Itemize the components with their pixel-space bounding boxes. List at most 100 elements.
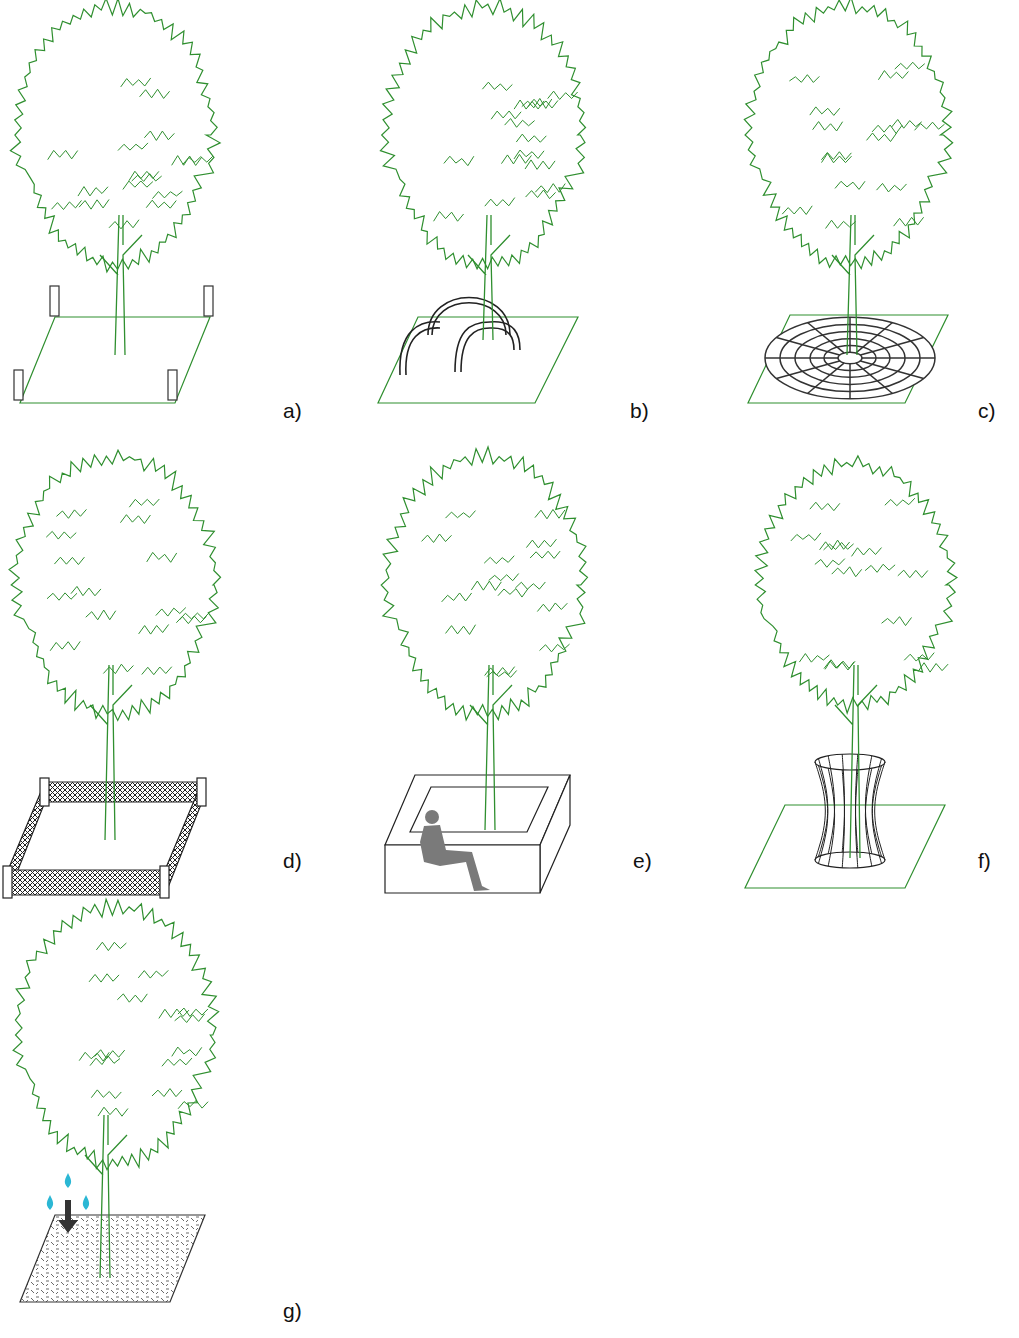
leaf-detail bbox=[852, 548, 882, 557]
leaf-detail bbox=[832, 567, 862, 577]
leaf-detail bbox=[514, 100, 544, 109]
leaf-detail bbox=[867, 133, 897, 142]
leaf-detail bbox=[482, 82, 512, 90]
leaf-detail bbox=[789, 75, 819, 83]
leaf-detail bbox=[782, 206, 812, 215]
leaf-detail bbox=[485, 667, 515, 676]
leaf-detail bbox=[810, 502, 840, 510]
leaf-detail bbox=[540, 644, 570, 652]
leaf-detail bbox=[882, 617, 912, 626]
leaf-detail bbox=[144, 131, 174, 140]
tree bbox=[13, 899, 218, 1278]
tree-trunk bbox=[468, 215, 510, 340]
cage-ring bbox=[815, 754, 885, 770]
leaf-detail bbox=[138, 970, 168, 978]
leaf-detail bbox=[90, 1056, 120, 1066]
grate-spoke bbox=[776, 338, 839, 356]
bollard bbox=[204, 286, 213, 316]
cage-bar bbox=[855, 754, 857, 852]
tree-canopy bbox=[10, 0, 220, 272]
ground-plane bbox=[20, 1215, 205, 1302]
leaf-detail bbox=[904, 653, 934, 661]
leaf-detail bbox=[799, 654, 829, 663]
cage-bar bbox=[872, 765, 881, 863]
grate-ring bbox=[838, 352, 862, 364]
grate-spoke bbox=[860, 361, 923, 379]
bollard bbox=[168, 370, 177, 400]
leaf-detail bbox=[515, 582, 545, 589]
leaf-detail bbox=[51, 200, 81, 209]
leaf-detail bbox=[139, 624, 169, 634]
planter-top bbox=[385, 775, 570, 845]
fence-post bbox=[3, 866, 12, 898]
hoop-guard bbox=[432, 303, 506, 335]
figure-letter: b) bbox=[630, 400, 649, 421]
fence-post bbox=[160, 866, 169, 898]
leaf-detail bbox=[530, 551, 560, 558]
leaf-detail bbox=[471, 581, 501, 590]
ground-plane bbox=[20, 317, 210, 403]
grate-spoke bbox=[862, 357, 935, 359]
leaf-detail bbox=[132, 174, 162, 182]
leaf-detail bbox=[442, 593, 472, 602]
leaf-detail bbox=[79, 1052, 109, 1061]
cage-bar bbox=[842, 754, 844, 852]
leaf-detail bbox=[810, 107, 840, 116]
leaf-detail bbox=[824, 661, 854, 670]
tree-trunk bbox=[835, 665, 877, 858]
leaf-detail bbox=[491, 111, 521, 119]
leaf-detail bbox=[484, 556, 514, 564]
leaf-detail bbox=[487, 670, 517, 677]
leaf-detail bbox=[548, 91, 578, 99]
leaf-detail bbox=[446, 625, 476, 635]
leaf-detail bbox=[498, 589, 528, 597]
tree-canopy bbox=[381, 447, 587, 720]
leaf-detail bbox=[95, 1050, 125, 1059]
tree-trunk bbox=[90, 665, 132, 840]
leaf-detail bbox=[918, 663, 948, 672]
leaf-detail bbox=[54, 557, 84, 564]
leaf-detail bbox=[892, 119, 922, 128]
grate-spoke bbox=[849, 364, 851, 399]
planter-opening bbox=[410, 787, 548, 832]
bollard bbox=[14, 370, 23, 400]
fence-post bbox=[40, 778, 49, 806]
leaf-detail bbox=[146, 200, 176, 208]
leaf-detail bbox=[865, 564, 895, 572]
leaf-detail bbox=[824, 543, 854, 550]
leaf-detail bbox=[878, 71, 908, 80]
tree-trunk bbox=[832, 215, 874, 355]
leaf-detail bbox=[89, 974, 119, 982]
tree-canopy bbox=[380, 0, 585, 269]
figure-letter: c) bbox=[978, 400, 996, 421]
leaf-detail bbox=[91, 1090, 121, 1099]
leaf-detail bbox=[535, 184, 565, 193]
hoop-guard bbox=[490, 322, 520, 350]
tree bbox=[10, 0, 220, 355]
leaf-detail bbox=[877, 183, 907, 192]
person-silhouette bbox=[425, 810, 439, 824]
leaf-detail bbox=[525, 160, 555, 169]
tree bbox=[744, 0, 952, 355]
fence-panel bbox=[45, 782, 202, 802]
cage-bar bbox=[872, 759, 881, 857]
leaf-detail bbox=[48, 150, 78, 159]
leaf-detail bbox=[822, 153, 852, 162]
leaf-detail bbox=[120, 515, 150, 524]
figure-letter: a) bbox=[283, 400, 302, 421]
leaf-detail bbox=[152, 1089, 182, 1097]
leaf-detail bbox=[79, 199, 109, 209]
leaf-detail bbox=[885, 498, 915, 505]
leaf-detail bbox=[489, 574, 519, 581]
leaf-detail bbox=[78, 187, 108, 196]
leaf-detail bbox=[895, 62, 925, 69]
leaf-detail bbox=[162, 1058, 192, 1066]
tree-canopy bbox=[755, 456, 957, 713]
grate-spoke bbox=[808, 322, 845, 352]
cage-bar bbox=[818, 759, 827, 857]
water-drop bbox=[65, 1173, 71, 1188]
leaf-detail bbox=[528, 99, 558, 108]
leaf-detail bbox=[898, 570, 928, 578]
leaf-detail bbox=[835, 181, 865, 189]
leaf-detail bbox=[535, 509, 565, 518]
